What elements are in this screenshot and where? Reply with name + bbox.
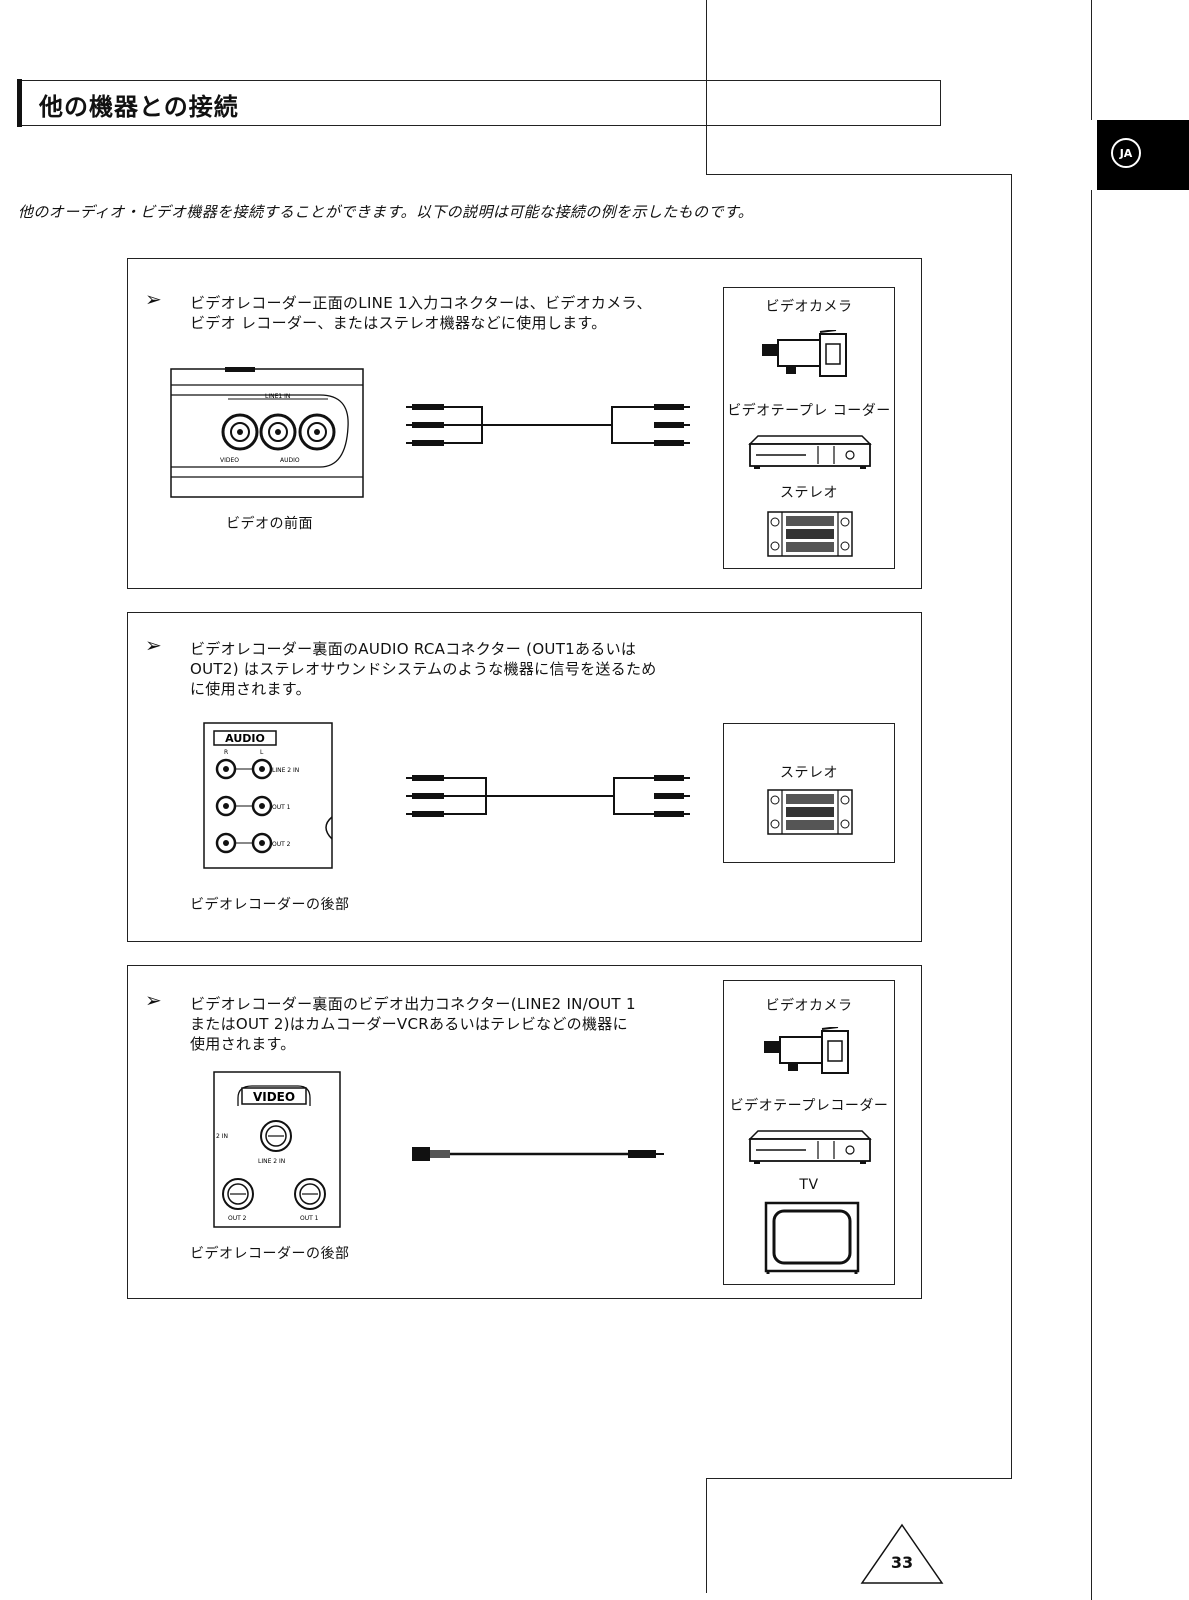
frame-line bbox=[706, 1478, 1012, 1479]
stereo-icon bbox=[767, 511, 853, 557]
device-label-camera: ビデオカメラ bbox=[765, 299, 853, 315]
audio-header-label: AUDIO bbox=[225, 732, 265, 745]
section-text-line: ビデオ レコーダー、またはステレオ機器などに使用します。 bbox=[190, 314, 607, 332]
page-title: 他の機器との接続 bbox=[39, 93, 239, 121]
section-panel-3: ➢ ビデオレコーダー裏面のビデオ出力コネクター(LINE2 IN/OUT 1 ま… bbox=[127, 965, 922, 1299]
language-tab: JA bbox=[1097, 120, 1189, 190]
section-panel-1: ➢ ビデオレコーダー正面のLINE 1入力コネクターは、ビデオカメラ、 ビデオ … bbox=[127, 258, 922, 589]
out1-label: OUT 1 bbox=[272, 804, 291, 811]
page-title-box: 他の機器との接続 bbox=[17, 79, 941, 127]
in-label: 2 IN bbox=[216, 1133, 228, 1140]
line1-in-label: LINE1 IN bbox=[265, 393, 290, 400]
arrow-bullet-icon: ➢ bbox=[145, 988, 162, 1012]
device-list-box: ビデオカメラ ビデオテープレ コーダー ステレオ bbox=[723, 287, 895, 569]
video-jack-label: VIDEO bbox=[220, 457, 239, 464]
audio-jack-label: AUDIO bbox=[280, 457, 300, 464]
section-text-line: 使用されます。 bbox=[190, 1035, 296, 1053]
section-text-line: ビデオレコーダー裏面のビデオ出力コネクター(LINE2 IN/OUT 1 bbox=[190, 995, 636, 1013]
device-label-stereo: ステレオ bbox=[780, 485, 838, 501]
device-label-tv: TV bbox=[799, 1177, 819, 1193]
section-text-line: OUT2) はステレオサウンドシステムのような機器に信号を送るため bbox=[190, 660, 657, 678]
device-label-vcr: ビデオテープレコーダー bbox=[729, 1098, 889, 1114]
illustration-caption: ビデオレコーダーの後部 bbox=[190, 897, 350, 913]
video-header-label: VIDEO bbox=[253, 1090, 295, 1104]
page-number: 33 bbox=[890, 1553, 914, 1572]
frame-line bbox=[706, 1478, 707, 1593]
triangle-icon bbox=[860, 1523, 944, 1584]
vcr-front-panel-illustration: LINE1 IN VIDEO AUDIO bbox=[170, 367, 364, 498]
intro-text: 他のオーディオ・ビデオ機器を接続することができます。以下の説明は可能な接続の例を… bbox=[18, 203, 754, 221]
vcr-icon bbox=[748, 1130, 872, 1164]
frame-line bbox=[1091, 190, 1092, 1600]
left-channel-label: L bbox=[260, 749, 264, 756]
rca-cable-illustration bbox=[406, 404, 690, 446]
out2-label: OUT 2 bbox=[272, 841, 291, 848]
section-text-line: ビデオレコーダー裏面のAUDIO RCAコネクター (OUT1あるいは bbox=[190, 640, 637, 658]
section-text-line: に使用されます。 bbox=[190, 680, 311, 698]
section-panel-2: ➢ ビデオレコーダー裏面のAUDIO RCAコネクター (OUT1あるいは OU… bbox=[127, 612, 922, 942]
section-text-line: ビデオレコーダー正面のLINE 1入力コネクターは、ビデオカメラ、 bbox=[190, 294, 652, 312]
out2-label: OUT 2 bbox=[228, 1215, 247, 1222]
frame-line bbox=[706, 0, 707, 175]
rca-cable-illustration bbox=[406, 775, 690, 817]
vcr-rear-video-illustration: VIDEO 2 IN LINE 2 IN OUT 2 OUT 1 bbox=[213, 1071, 341, 1228]
line2-in-label: LINE 2 IN bbox=[258, 1158, 285, 1165]
video-camera-icon bbox=[762, 330, 847, 377]
frame-line bbox=[1011, 174, 1012, 1479]
stereo-icon bbox=[767, 789, 853, 835]
vcr-rear-audio-illustration: AUDIO R L LINE 2 IN OUT 1 OUT 2 bbox=[203, 722, 333, 869]
line2-in-label: LINE 2 IN bbox=[272, 767, 299, 774]
arrow-bullet-icon: ➢ bbox=[145, 287, 162, 311]
tv-icon bbox=[764, 1201, 860, 1274]
language-tab-label: JA bbox=[1111, 138, 1141, 168]
out1-label: OUT 1 bbox=[300, 1215, 319, 1222]
device-label-stereo: ステレオ bbox=[780, 765, 838, 781]
device-list-box: ビデオカメラ ビデオテープレコーダー TV bbox=[723, 980, 895, 1285]
frame-line bbox=[1091, 0, 1092, 120]
arrow-bullet-icon: ➢ bbox=[145, 633, 162, 657]
device-label-vcr: ビデオテープレ コーダー bbox=[727, 403, 891, 419]
frame-line bbox=[706, 174, 1012, 175]
device-label-camera: ビデオカメラ bbox=[765, 998, 853, 1014]
title-accent bbox=[17, 79, 22, 127]
illustration-caption: ビデオレコーダーの後部 bbox=[190, 1246, 350, 1262]
vcr-icon bbox=[748, 435, 872, 469]
video-cable-illustration bbox=[412, 1147, 664, 1161]
right-channel-label: R bbox=[224, 749, 228, 756]
video-camera-icon bbox=[764, 1027, 849, 1074]
page-number-badge: 33 bbox=[860, 1523, 944, 1585]
section-text-line: またはOUT 2)はカムコーダーVCRあるいはテレビなどの機器に bbox=[190, 1015, 628, 1033]
device-list-box: ステレオ bbox=[723, 723, 895, 863]
illustration-caption: ビデオの前面 bbox=[226, 516, 313, 532]
